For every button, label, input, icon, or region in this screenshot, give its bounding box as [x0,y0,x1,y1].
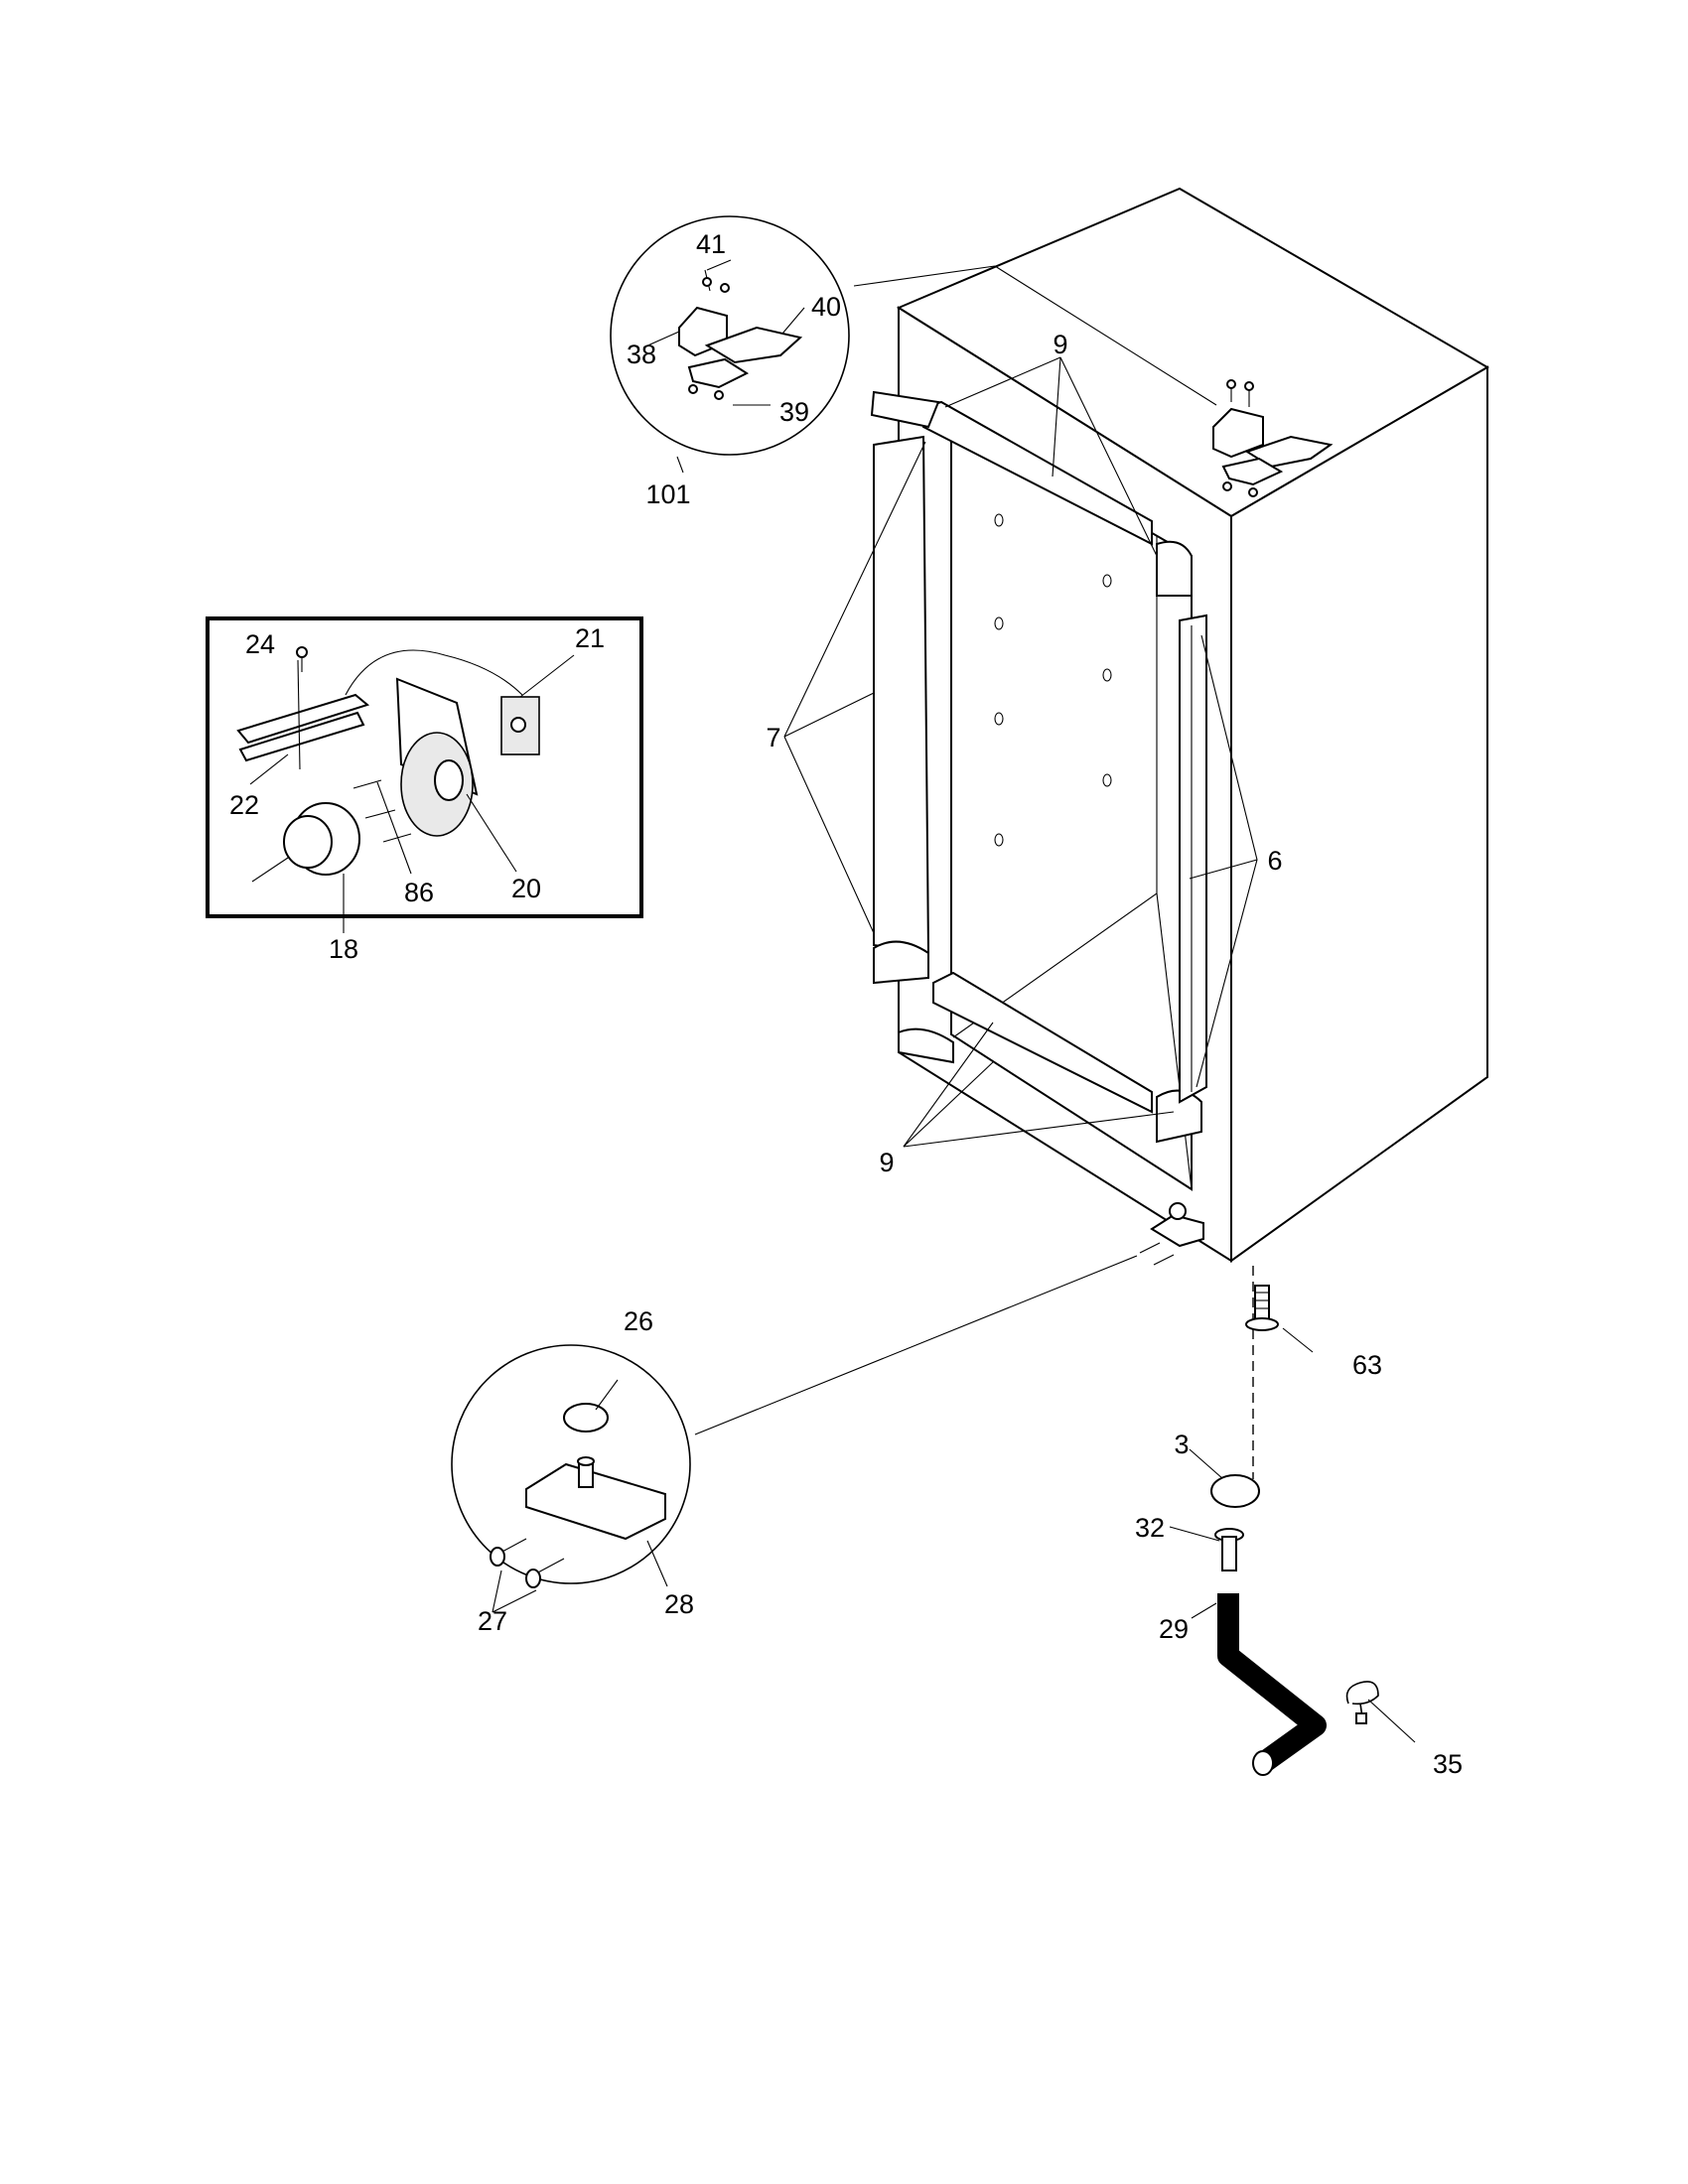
leveling-parts [1210,1266,1379,1776]
callout-27: 27 [478,1606,507,1636]
top-hinge-assembly [1212,379,1334,497]
liner-hole [994,616,1004,630]
crank-handle [1217,1593,1327,1772]
breaker-strip-right [1156,540,1207,1104]
callout-101: 101 [645,479,690,509]
liner-hole [994,513,1004,527]
callout-41: 41 [696,229,726,259]
callout-24: 24 [245,629,275,659]
bottom-hinge-assembly [1139,1202,1204,1266]
callout-3: 3 [1174,1430,1189,1459]
callout-9-bottom: 9 [879,1148,894,1177]
callout-7: 7 [766,723,780,752]
detail-leader-lines [694,265,1217,1435]
liner-hole [994,833,1004,847]
callout-9-top: 9 [1053,330,1067,359]
callout-leaders [783,356,1416,1743]
detail-hinge-bottom [451,1344,691,1613]
callout-26: 26 [624,1306,653,1336]
callout-20: 20 [511,874,541,903]
breaker-strip-top [870,390,1153,546]
callout-6: 6 [1267,846,1282,876]
callout-29: 29 [1159,1614,1189,1644]
callout-32: 32 [1135,1513,1165,1543]
callout-38: 38 [627,340,656,369]
callout-28: 28 [664,1589,694,1619]
breaker-strip-left [873,435,930,985]
detail-control-box [206,616,643,933]
callout-18: 18 [329,934,358,964]
callout-22: 22 [229,790,259,820]
callout-21: 21 [575,623,605,653]
liner-hole [1102,668,1112,682]
callout-35: 35 [1433,1749,1463,1779]
callout-86: 86 [404,878,434,907]
callout-63: 63 [1352,1350,1382,1380]
callout-40: 40 [811,292,841,322]
callout-39: 39 [779,397,809,427]
callout-labels: 41 40 38 39 101 9 7 6 9 24 21 22 86 20 1… [229,229,1463,1779]
liner-hole [1102,574,1112,588]
liner-hole [1102,773,1112,787]
liner-hole [994,712,1004,726]
detail-hinge-top [610,215,850,474]
